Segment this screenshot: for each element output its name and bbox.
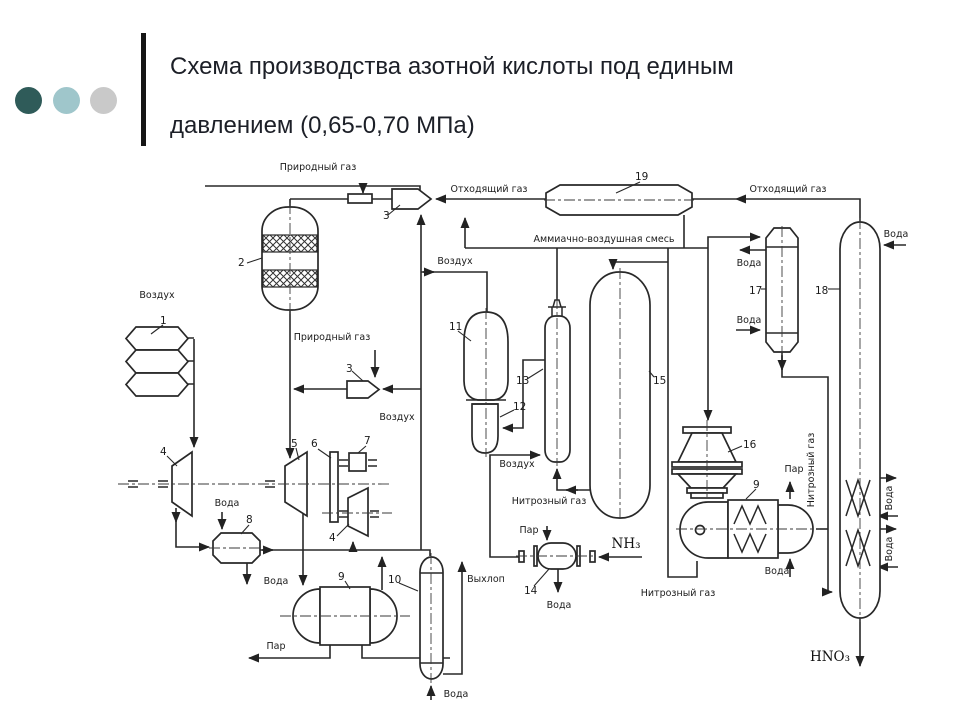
label-steam-boiler9b: Пар	[785, 464, 804, 475]
equip-num-6: 6	[311, 438, 318, 450]
piping-network	[171, 183, 906, 700]
label-air-mid: Воздух	[437, 256, 473, 267]
label-nh3: NH₃	[612, 536, 641, 552]
equipment-numbers: 1 2 3 3 4 4 5 6 7 8 9 9 10 11 12 13 14 1…	[160, 171, 828, 597]
stream-labels: Природный газ Отходящий газ Отходящий га…	[139, 162, 908, 700]
turbine-4	[347, 486, 369, 538]
leader-lines	[150, 181, 840, 592]
label-air-left: Воздух	[139, 290, 175, 301]
equip-num-11: 11	[449, 321, 462, 333]
air-filter-1	[124, 326, 190, 397]
shaft-couplings	[128, 459, 379, 518]
label-ammonia-air-mix: Аммиачно-воздушная смесь	[533, 234, 674, 245]
label-air-mixer: Воздух	[379, 412, 415, 423]
label-steam-boiler9a: Пар	[267, 641, 286, 652]
equip-num-14: 14	[524, 585, 538, 597]
label-water-17-out: Вода	[737, 258, 762, 269]
column-10	[419, 556, 444, 680]
equip-num-9-left: 9	[338, 571, 345, 583]
motor-7	[348, 452, 367, 472]
equip-num-2: 2	[238, 257, 245, 269]
equip-num-18: 18	[815, 285, 828, 297]
title-divider-bar	[141, 33, 146, 146]
label-nitrous-gas-vertical: Нитрозный газ	[806, 433, 817, 508]
slide-title-line1: Схема производства азотной кислоты под е…	[170, 53, 734, 80]
label-exhaust-gas-center: Отходящий газ	[451, 184, 528, 195]
label-natural-gas-mid: Природный газ	[294, 332, 371, 343]
equip-num-5: 5	[291, 438, 298, 450]
equip-num-12: 12	[513, 401, 526, 413]
label-water-column10: Вода	[444, 689, 469, 700]
slide-title-line2: давлением (0,65-0,70 МПа)	[170, 112, 475, 139]
centerlines	[118, 199, 861, 683]
label-steam-evap14: Пар	[520, 525, 539, 536]
mixer-3-top	[391, 188, 433, 210]
equip-num-8: 8	[246, 514, 253, 526]
equip-num-13: 13	[516, 375, 529, 387]
equip-num-9-right: 9	[753, 479, 760, 491]
equip-num-10: 10	[388, 574, 401, 586]
label-exhaust-gas-right: Отходящий газ	[750, 184, 827, 195]
equip-num-4-left: 4	[160, 446, 167, 458]
boiler-9-right	[679, 499, 814, 559]
label-nitrous-gas-9b: Нитрозный газ	[641, 588, 716, 599]
label-water-cooler8-out: Вода	[264, 576, 289, 587]
equip-num-4-turbine: 4	[329, 532, 336, 544]
decorative-dot-dark	[15, 87, 42, 114]
equip-num-16: 16	[743, 439, 757, 451]
equip-num-7: 7	[364, 435, 371, 447]
decorative-dot-gray	[90, 87, 117, 114]
decorative-dot-light	[53, 87, 80, 114]
label-water-17-in: Вода	[737, 315, 762, 326]
label-hno3: HNO₃	[810, 649, 850, 665]
label-water-18-top: Вода	[884, 229, 909, 240]
label-water-cooler8-in: Вода	[215, 498, 240, 509]
label-air-vessel12: Воздух	[499, 459, 535, 470]
label-water-coil1: Вода	[884, 486, 895, 511]
mixer-column-13	[544, 299, 571, 463]
mixer-3-mid	[346, 380, 381, 399]
label-water-evap14: Вода	[547, 600, 572, 611]
equip-num-17: 17	[749, 285, 762, 297]
label-natural-gas-top: Природный газ	[280, 162, 357, 173]
equip-num-19: 19	[635, 171, 648, 183]
gearbox-6	[329, 451, 339, 523]
label-water-coil2: Вода	[884, 537, 895, 562]
equip-num-1: 1	[160, 315, 167, 327]
label-tail-exhaust: Выхлоп	[467, 574, 505, 585]
equip-num-15: 15	[653, 375, 666, 387]
equip-num-3-mid: 3	[346, 363, 353, 375]
orifice-meter	[347, 193, 373, 204]
compressor-5	[284, 450, 308, 518]
equip-num-3-top: 3	[383, 210, 390, 222]
label-nitrous-gas-13: Нитрозный газ	[512, 496, 587, 507]
label-water-boiler9b: Вода	[765, 566, 790, 577]
